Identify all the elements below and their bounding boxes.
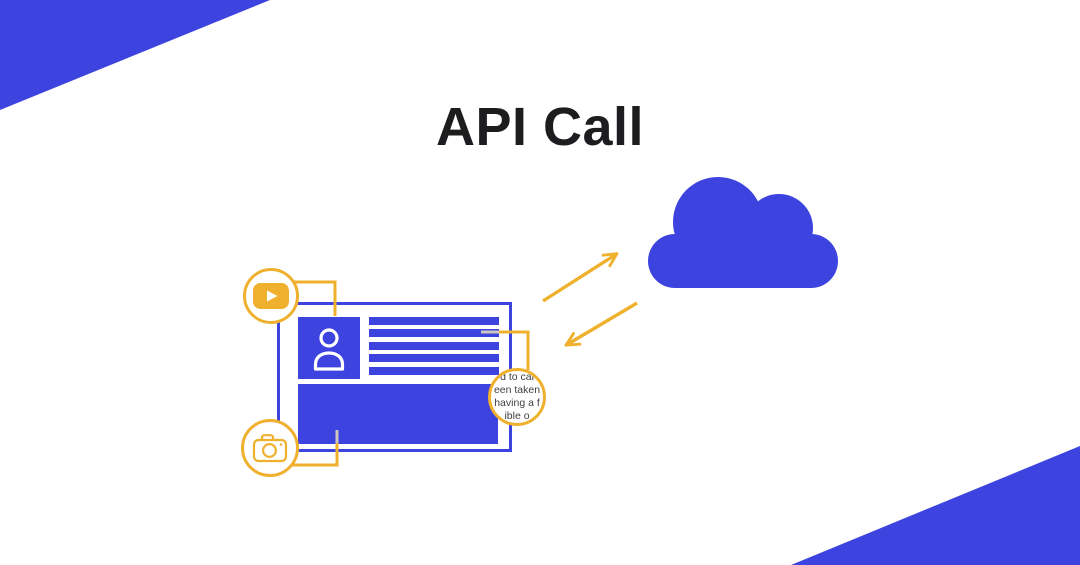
camera-icon — [252, 434, 288, 463]
youtube-play-icon — [253, 283, 289, 309]
content-card — [277, 302, 512, 452]
text-line-bar — [369, 367, 499, 375]
user-avatar-icon — [313, 328, 345, 371]
corner-triangle-top-left — [0, 0, 270, 110]
text-line-bar — [369, 317, 499, 325]
avatar-tile — [298, 317, 360, 379]
magnifier-circle: d to cal een taken having a f ible o — [488, 368, 546, 426]
magnified-text-line: having a f — [494, 397, 540, 409]
magnified-text: d to cal een taken having a f ible o — [491, 371, 543, 423]
cloud-icon — [648, 177, 838, 288]
text-line-bar — [369, 329, 499, 337]
magnified-text-line: een taken — [493, 384, 541, 396]
arrow-up-right-icon — [542, 255, 615, 303]
text-line-bar — [369, 354, 499, 362]
page-title: API Call — [435, 97, 645, 157]
corner-triangle-bottom-right — [791, 446, 1080, 565]
text-line-bar — [369, 342, 499, 350]
arrow-down-left-icon — [568, 301, 638, 344]
media-placeholder-block — [298, 384, 498, 444]
magnified-text-line: ible o — [504, 410, 530, 422]
youtube-badge — [243, 268, 299, 324]
camera-badge — [241, 419, 299, 477]
magnified-text-line: d to cal — [500, 371, 534, 383]
